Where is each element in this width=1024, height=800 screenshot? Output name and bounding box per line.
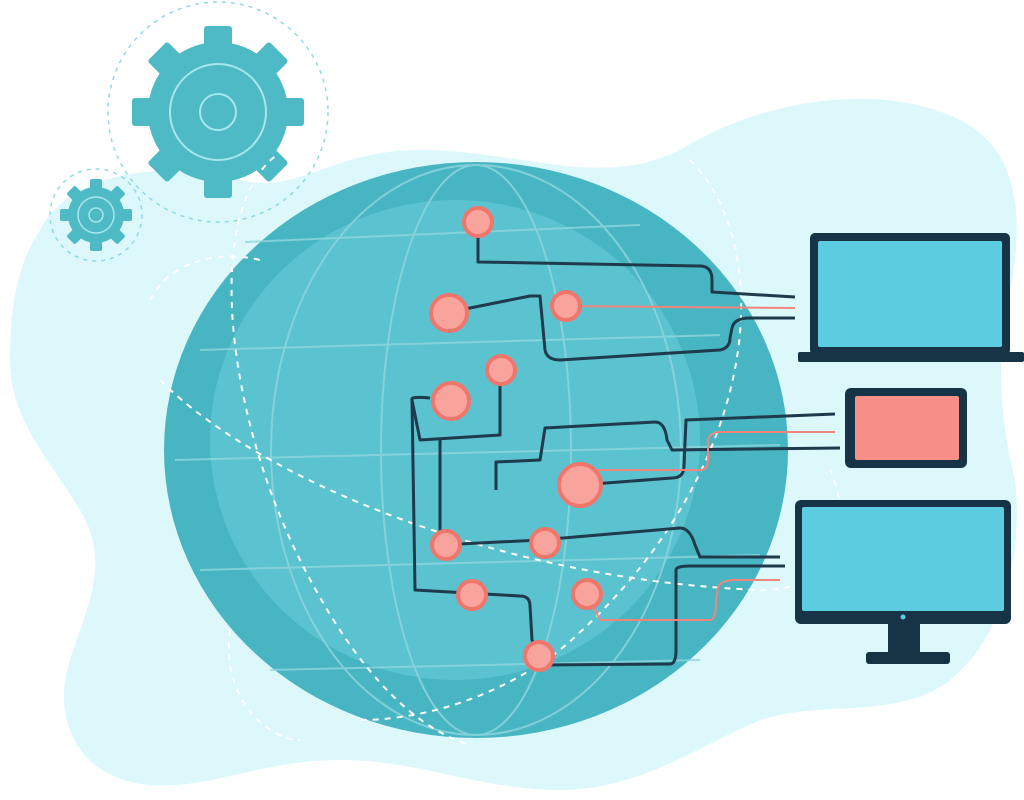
circuit-node-icon: [557, 462, 603, 508]
circuit-node-icon: [571, 578, 603, 610]
circuit-node-icon: [523, 640, 555, 672]
circuit-node-icon: [430, 529, 462, 561]
circuit-node-icon: [429, 293, 469, 333]
large-gear-icon: [132, 26, 304, 198]
circuit-node-icon: [485, 354, 517, 386]
laptop-icon: [798, 233, 1024, 362]
small-gear-icon: [60, 179, 132, 251]
tablet-icon: [845, 388, 967, 468]
circuit-nodes: [429, 206, 603, 672]
circuit-node-icon: [462, 206, 494, 238]
accent-lines: [565, 305, 835, 621]
monitor-icon: [795, 500, 1011, 664]
circuit-node-icon: [550, 290, 582, 322]
circuit-node-icon: [431, 381, 471, 421]
circuit-node-icon: [529, 527, 561, 559]
circuit-lines: [410, 222, 841, 667]
small-gear-orbit: [49, 168, 143, 262]
large-gear-orbit: [107, 1, 329, 223]
circuit-node-icon: [456, 579, 488, 611]
